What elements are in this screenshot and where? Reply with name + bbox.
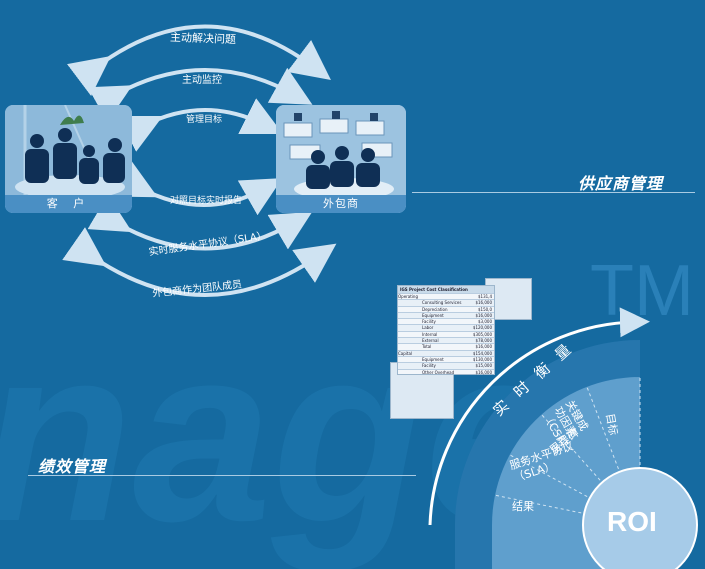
spreadsheet-cell: Capital [398,350,413,356]
spreadsheet-cell: Consulting Services [422,300,462,306]
spreadsheet-cell: Depreciation [422,306,448,312]
spreadsheet-cell: $154,000 [472,350,492,356]
spreadsheet-cell: $16,000 [475,312,492,318]
spreadsheet-cell [398,319,422,324]
spreadsheet-row: Facility $15,000 [398,362,494,369]
spreadsheet-cell: $131,4 [478,294,492,299]
spreadsheet: IGS Project Cost Classification Operatin… [397,285,495,375]
spreadsheet-cell [398,338,422,343]
spreadsheet-cell: Other Overhead [422,369,455,375]
spreadsheet-cell: $15,000 [475,363,492,369]
spreadsheet-row: Facility $3,000 [398,318,494,324]
spreadsheet-cell: $16,000 [475,344,492,350]
vendor-photo: 外包商 [276,105,406,213]
spreadsheet-row: Equipment $130,000 [398,355,494,362]
spreadsheet-cell: Equipment [422,356,444,362]
spreadsheet-row: Equipment $16,000 [398,311,494,319]
spreadsheet-cell: Facility [422,363,436,369]
spreadsheet-row: Total $16,000 [398,343,494,349]
spreadsheet-row: Capital $154,000 [398,349,494,356]
spreadsheet-cell: Total [422,344,432,350]
spreadsheet-row: Internal $305,000 [398,330,494,337]
spreadsheet-row: External $78,000 [398,337,494,344]
spreadsheet-row: Other Overhead $16,000 [398,368,494,375]
spreadsheet-row: Consulting Services $16,000 [398,299,494,306]
spreadsheet-cell [398,325,422,330]
vendor-label: 外包商 [276,195,406,213]
spreadsheet-cell [398,370,422,375]
spreadsheet-cell: Facility [422,319,436,325]
arrow-label-solve: 主动解决问题 [169,30,237,47]
vendor-management-title: 供应商管理 [578,174,664,193]
customer-photo: 客 户 [5,105,132,213]
spreadsheet-row: Labor $120,000 [398,324,494,331]
spreadsheet-cell: $3,000 [478,319,492,325]
arrow-label-monitor: 主动监控 [182,75,222,86]
spreadsheet-cell [398,363,422,368]
spreadsheet-cell [398,313,422,318]
roi-label: ROI [607,506,657,537]
spreadsheet-cell: $150,0 [478,306,492,312]
spreadsheet-row: Operating $131,4 [398,293,494,299]
spreadsheet-cell [398,307,422,312]
vendor-title-rule [412,192,695,193]
spreadsheet-cell: $130,000 [472,356,492,362]
spreadsheet-cell [398,332,422,337]
performance-title-rule [28,475,416,476]
spreadsheet-cell: $16,000 [475,369,492,375]
spreadsheet-cell: $78,000 [475,338,492,344]
arrow-label-report: 对照目标实时报告 [170,196,243,206]
spreadsheet-cell: $305,000 [472,331,492,337]
spreadsheet-cell [398,344,422,349]
spreadsheet-cell [398,300,422,305]
watermark-tm: TM [590,251,694,331]
arrow-label-goals: 管理目标 [186,115,223,125]
spreadsheet-cell: $16,000 [475,300,492,306]
spreadsheet-cell: Labor [422,325,434,331]
spreadsheet-cell: External [422,338,439,344]
fan-label-result: 结果 [512,500,534,513]
spreadsheet-title: IGS Project Cost Classification [398,286,494,293]
fan-diagram [428,307,698,569]
spreadsheet-cell: $120,000 [472,325,492,331]
spreadsheet-cell [398,357,422,362]
spreadsheet-cell: Internal [422,331,438,337]
spreadsheet-row: Depreciation $150,0 [398,305,494,312]
performance-management-title: 绩效管理 [38,457,107,476]
customer-label: 客 户 [5,195,132,213]
spreadsheet-cell [422,294,468,299]
cycle-arrows [62,24,337,297]
spreadsheet-cell [422,351,468,356]
spreadsheet-cell: Equipment [422,312,444,318]
spreadsheet-cell: Operating [398,294,418,299]
